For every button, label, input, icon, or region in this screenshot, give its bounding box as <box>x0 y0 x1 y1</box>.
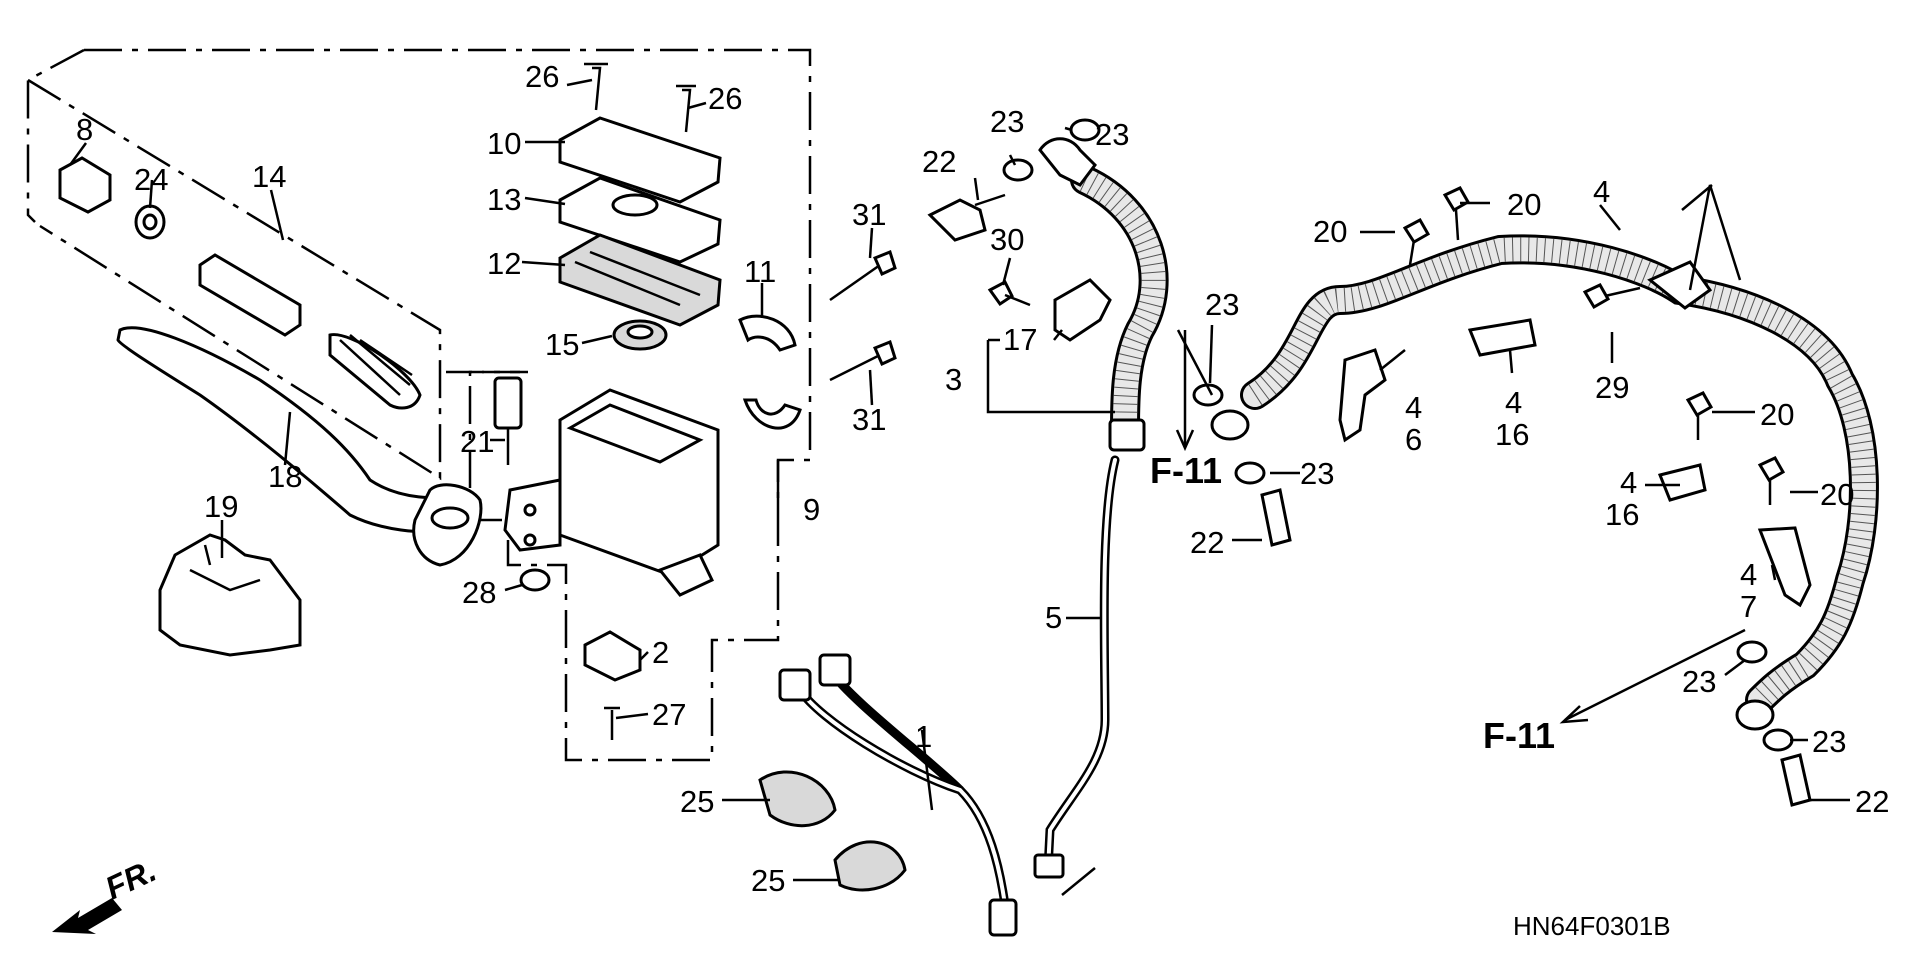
callouts: 8 24 14 18 19 26 26 10 13 12 15 11 31 31… <box>76 59 1889 941</box>
piston-kit-14 <box>58 156 422 410</box>
label-5: 5 <box>1045 600 1062 635</box>
label-20-c: 20 <box>1760 397 1794 432</box>
label-f11-a: F-11 <box>1150 450 1222 491</box>
washers-23-lower <box>1192 383 1794 752</box>
label-28: 28 <box>462 575 496 610</box>
label-20-b: 20 <box>1507 187 1541 222</box>
label-2: 2 <box>652 635 669 670</box>
label-23-d: 23 <box>1300 456 1334 491</box>
bolts-20 <box>1402 186 1786 505</box>
leader-lines <box>68 78 1850 882</box>
label-4-low: 4 <box>1740 557 1757 592</box>
reservoir-cap-10 <box>558 116 722 204</box>
label-20-a: 20 <box>1313 214 1347 249</box>
switch-2 <box>583 630 642 682</box>
label-17: 17 <box>1003 322 1037 357</box>
bolt-21 <box>493 376 523 465</box>
brake-hose-4 <box>1210 234 1879 731</box>
label-23-c: 23 <box>1205 287 1239 322</box>
screw-26 <box>584 62 696 133</box>
label-13: 13 <box>487 182 521 217</box>
label-11: 11 <box>744 254 776 289</box>
label-21: 21 <box>460 424 494 459</box>
label-23-a: 23 <box>990 104 1024 139</box>
brake-hose-3 <box>1038 137 1169 452</box>
label-4-left: 4 <box>1405 390 1422 425</box>
label-27: 27 <box>652 697 686 732</box>
label-19: 19 <box>204 489 238 524</box>
label-4-right: 4 <box>1620 465 1637 500</box>
label-1: 1 <box>915 719 932 754</box>
label-23-b: 23 <box>1095 117 1129 152</box>
clamp-17 <box>1053 278 1112 342</box>
label-25b: 25 <box>751 863 785 898</box>
label-31a: 31 <box>852 197 886 232</box>
label-22-low: 22 <box>1855 784 1889 819</box>
screw-27 <box>604 706 620 740</box>
label-23-f: 23 <box>1812 724 1846 759</box>
label-f11-b: F-11 <box>1483 715 1555 756</box>
front-label: FR. <box>100 852 162 906</box>
nut-28 <box>519 568 551 592</box>
f11-arrows <box>1061 184 1746 896</box>
label-8: 8 <box>76 112 93 147</box>
label-18: 18 <box>268 459 302 494</box>
label-25a: 25 <box>680 784 714 819</box>
bolt-22-upper <box>927 193 1006 242</box>
label-26a: 26 <box>525 59 559 94</box>
label-10: 10 <box>487 126 521 161</box>
lever-boot-19 <box>158 533 302 657</box>
label-16-right: 16 <box>1605 497 1639 532</box>
label-16-mid: 16 <box>1495 417 1529 452</box>
diagram-code: HN64F0301B <box>1513 911 1671 941</box>
float-15 <box>612 319 668 351</box>
label-4-mid: 4 <box>1505 385 1522 420</box>
holder-11 <box>738 314 802 430</box>
label-3: 3 <box>945 362 962 397</box>
label-24: 24 <box>134 162 168 197</box>
label-7: 7 <box>1740 589 1757 624</box>
label-14: 14 <box>252 159 286 194</box>
label-29: 29 <box>1595 370 1629 405</box>
bolt-29 <box>1582 283 1641 310</box>
label-20-d: 20 <box>1820 477 1854 512</box>
switch-wire-1 <box>778 653 1018 937</box>
label-6: 6 <box>1405 422 1422 457</box>
brake-pipe-5 <box>1033 455 1120 879</box>
label-9: 9 <box>803 492 820 527</box>
label-31b: 31 <box>852 402 886 437</box>
label-26b: 26 <box>708 81 742 116</box>
cap-plate-13 <box>558 176 722 264</box>
diaphragm-12 <box>558 233 722 327</box>
label-30: 30 <box>990 222 1024 257</box>
front-arrow-icon <box>52 898 122 934</box>
label-15: 15 <box>545 327 579 362</box>
master-cylinder-body-9 <box>503 388 720 597</box>
washers-23-upper <box>1002 118 1101 182</box>
label-23-e: 23 <box>1682 664 1716 699</box>
label-12: 12 <box>487 246 521 281</box>
bolt-30 <box>987 279 1031 307</box>
hose-stays <box>1338 318 1812 608</box>
label-4-top: 4 <box>1593 174 1610 209</box>
bolts-22-lower <box>1260 488 1812 807</box>
brake-lever-18 <box>116 326 483 567</box>
clamps-25 <box>758 770 907 892</box>
bolts-31 <box>829 250 897 382</box>
label-22-mid: 22 <box>1190 525 1224 560</box>
label-22-upper: 22 <box>922 144 956 179</box>
